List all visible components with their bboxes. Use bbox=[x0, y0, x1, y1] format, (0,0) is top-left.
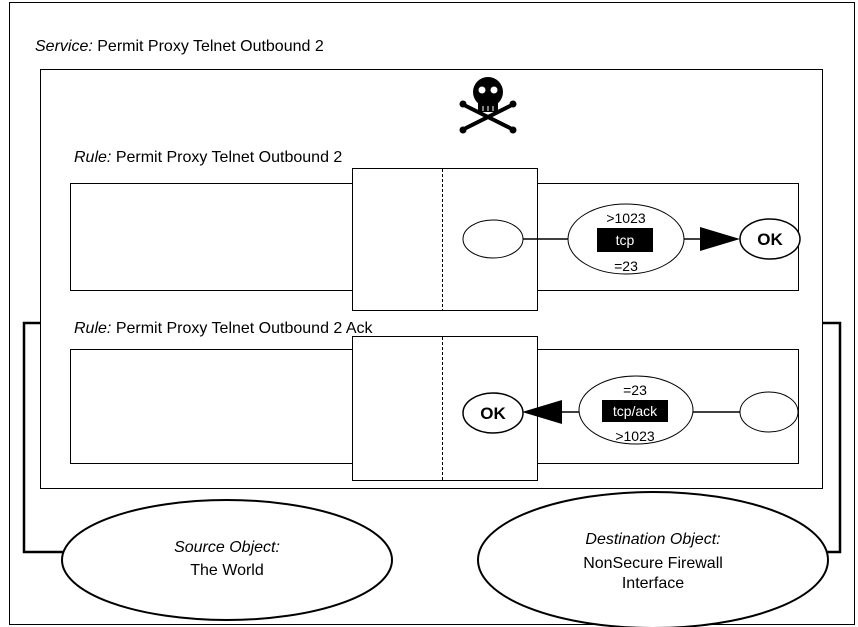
rule-1-source-port: >1023 bbox=[606, 210, 646, 226]
rule-2-start-node bbox=[739, 391, 799, 433]
rule-2-name: Permit Proxy Telnet Outbound 2 Ack bbox=[115, 320, 373, 337]
rule-2-protocol-tag bbox=[602, 400, 668, 422]
rule-2-result: OK bbox=[480, 404, 506, 423]
rule-2-label: Rule: Permit Proxy Telnet Outbound 2 Ack bbox=[74, 321, 373, 337]
source-object-name: The World bbox=[190, 562, 264, 579]
source-object-ellipse bbox=[61, 499, 393, 621]
rule-2-prefix: Rule: bbox=[74, 320, 112, 337]
destination-object-label: Destination Object: bbox=[585, 531, 721, 548]
rule-1-start-node bbox=[462, 219, 524, 259]
rule-1-name: Permit Proxy Telnet Outbound 2 bbox=[115, 149, 343, 166]
rule-2-protocol: tcp/ack bbox=[612, 403, 658, 419]
rule-2-arrowhead bbox=[522, 400, 562, 424]
left-bracket-line bbox=[22, 321, 72, 554]
rule-1-label: Rule: Permit Proxy Telnet Outbound 2 bbox=[74, 150, 342, 166]
service-label: Service: Permit Proxy Telnet Outbound 2 bbox=[35, 39, 324, 55]
rule-1-dest-port: =23 bbox=[614, 258, 638, 274]
rule-2-dest-port: >1023 bbox=[615, 428, 655, 444]
service-name: Permit Proxy Telnet Outbound 2 bbox=[97, 38, 324, 55]
rule-1-result-node bbox=[739, 218, 801, 260]
rule-1-arrowhead bbox=[700, 227, 740, 251]
source-object-label: Source Object: bbox=[174, 539, 280, 556]
rule-1 bbox=[70, 168, 801, 311]
service-prefix: Service: bbox=[35, 38, 93, 55]
destination-object-name-line2: Interface bbox=[621, 575, 685, 592]
skull-crossbones-icon bbox=[459, 77, 517, 134]
rule-1-result: OK bbox=[757, 230, 783, 249]
rule-1-prefix: Rule: bbox=[74, 149, 112, 166]
destination-object-ellipse bbox=[477, 491, 829, 627]
outer-frame bbox=[9, 2, 855, 625]
rule-1-protocol-tag bbox=[597, 228, 653, 252]
rule-2-result-node bbox=[462, 392, 524, 434]
rule-2-source-port: =23 bbox=[623, 382, 647, 398]
rule-1-protocol: tcp bbox=[615, 232, 635, 248]
destination-object-name-line1: NonSecure Firewall bbox=[583, 555, 723, 572]
rule-2 bbox=[70, 336, 799, 481]
